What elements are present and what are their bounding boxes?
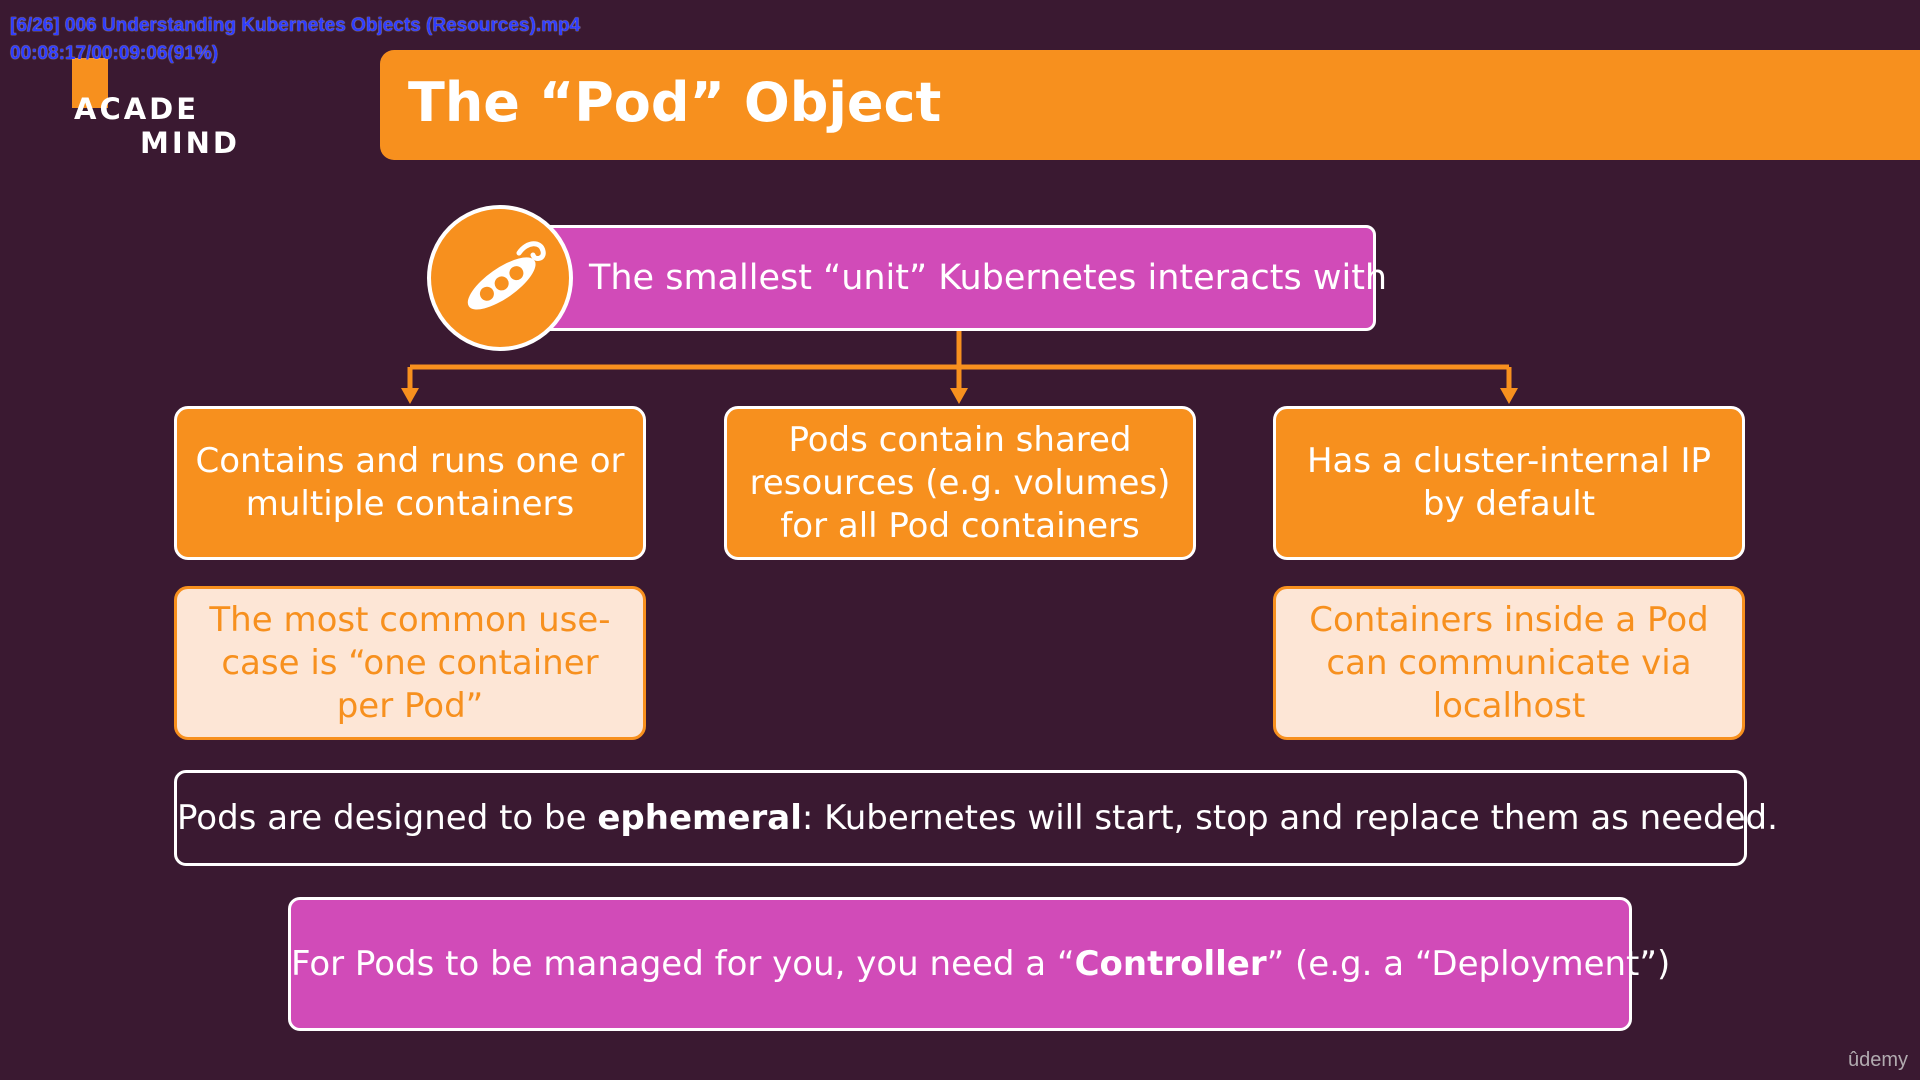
box-contains-containers-text: Contains and runs one or multiple contai… [195,441,625,524]
ephemeral-keyword: ephemeral [597,798,802,838]
ephemeral-text-before: Pods are designed to be [177,798,598,838]
box-shared-resources: Pods contain shared resources (e.g. volu… [724,406,1196,560]
top-statement-text: The smallest “unit” Kubernetes interacts… [589,258,1388,298]
logo-accent-bar [72,58,108,108]
arrow-left-head [401,388,419,404]
title-banner: The “Pod” Object [380,50,1920,160]
controller-text-before: For Pods to be managed for you, you need… [291,944,1075,984]
note-localhost-communication: Containers inside a Pod can communicate … [1273,586,1745,740]
box-contains-containers: Contains and runs one or multiple contai… [174,406,646,560]
ephemeral-statement: Pods are designed to be ephemeral: Kuber… [174,770,1778,866]
video-file-title: [6/26] 006 Understanding Kubernetes Obje… [10,15,581,36]
ephemeral-text-after: : Kubernetes will start, stop and replac… [801,798,1778,838]
controller-text-after: ” (e.g. a “Deployment”) [1266,944,1671,984]
slide-title: The “Pod” Object [408,71,942,134]
video-time-readout: 00:08:17/00:09:06(91%) [10,43,219,64]
logo-text-line2: MIND [140,126,240,160]
controller-statement: For Pods to be managed for you, you need… [288,897,1670,1031]
arrow-center-head [950,388,968,404]
note-one-container-per-pod: The most common use-case is “one contain… [174,586,646,740]
pea-pod-icon [427,205,573,351]
academind-logo: ACADE MIND [72,58,252,160]
top-statement-box: The smallest “unit” Kubernetes interacts… [540,225,1387,331]
box-cluster-ip-text: Has a cluster-internal IP by default [1306,441,1712,524]
udemy-watermark: ûdemy [1847,1049,1908,1071]
box-shared-resources-text: Pods contain shared resources (e.g. volu… [749,419,1171,546]
box-cluster-ip: Has a cluster-internal IP by default [1273,406,1745,560]
player-overlay: [6/26] 006 Understanding Kubernetes Obje… [10,12,580,68]
arrow-right-head [1500,388,1518,404]
logo-text-line1: ACADE [74,92,200,126]
note-localhost-communication-text: Containers inside a Pod can communicate … [1309,599,1709,726]
note-one-container-per-pod-text: The most common use-case is “one contain… [209,599,611,726]
controller-keyword: Controller [1074,944,1267,984]
